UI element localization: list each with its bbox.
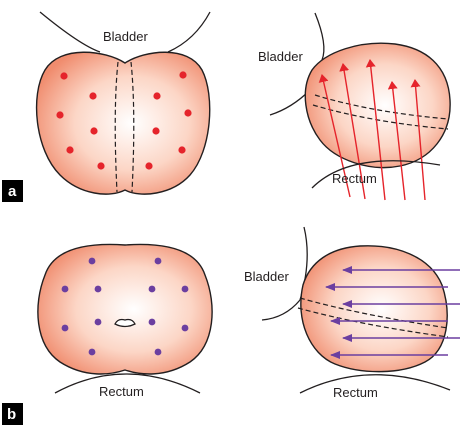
bladder-label: Bladder — [258, 49, 303, 64]
purple-seed — [149, 286, 156, 293]
red-seed — [153, 92, 160, 99]
purple-seed — [155, 349, 162, 356]
bladder-neck-curve — [262, 300, 300, 320]
purple-seed — [155, 258, 162, 265]
purple-seed — [95, 319, 102, 326]
purple-seed — [89, 349, 96, 356]
bladder-neck-curve — [270, 90, 310, 115]
red-seed — [97, 162, 104, 169]
rectum-label: Rectum — [333, 385, 378, 400]
rectum-label: Rectum — [332, 171, 377, 186]
panel-label-b-text: b — [7, 406, 16, 423]
panel-label-a: a — [2, 180, 23, 202]
panel-b-coronal-view: Rectum — [38, 244, 212, 399]
panel-label-b: b — [2, 403, 23, 425]
bladder-outline-curve — [315, 13, 324, 60]
prostate-gland — [305, 43, 450, 167]
purple-seed — [182, 286, 189, 293]
prostate-gland — [38, 244, 212, 374]
purple-seed — [62, 325, 69, 332]
red-seed — [184, 109, 191, 116]
red-seed — [66, 146, 73, 153]
panel-a-coronal-view: Bladder — [37, 12, 210, 194]
prostate-gland — [301, 246, 447, 372]
red-seed — [90, 127, 97, 134]
panel-a-sagittal-view: Bladder Rectum — [258, 13, 450, 200]
urethra-slit — [115, 320, 135, 327]
purple-seed — [89, 258, 96, 265]
bladder-label: Bladder — [244, 269, 289, 284]
red-seed — [60, 72, 67, 79]
red-seed — [178, 146, 185, 153]
red-seed — [152, 127, 159, 134]
purple-seed — [95, 286, 102, 293]
red-seed — [179, 71, 186, 78]
purple-seed — [149, 319, 156, 326]
red-seed — [56, 111, 63, 118]
purple-seed — [62, 286, 69, 293]
red-seed — [89, 92, 96, 99]
panel-label-a-text: a — [8, 183, 17, 200]
panel-b-sagittal-view: Bladder Rectum — [244, 227, 460, 400]
red-seed — [145, 162, 152, 169]
bladder-label: Bladder — [103, 29, 148, 44]
purple-seed — [182, 325, 189, 332]
rectum-label: Rectum — [99, 384, 144, 399]
